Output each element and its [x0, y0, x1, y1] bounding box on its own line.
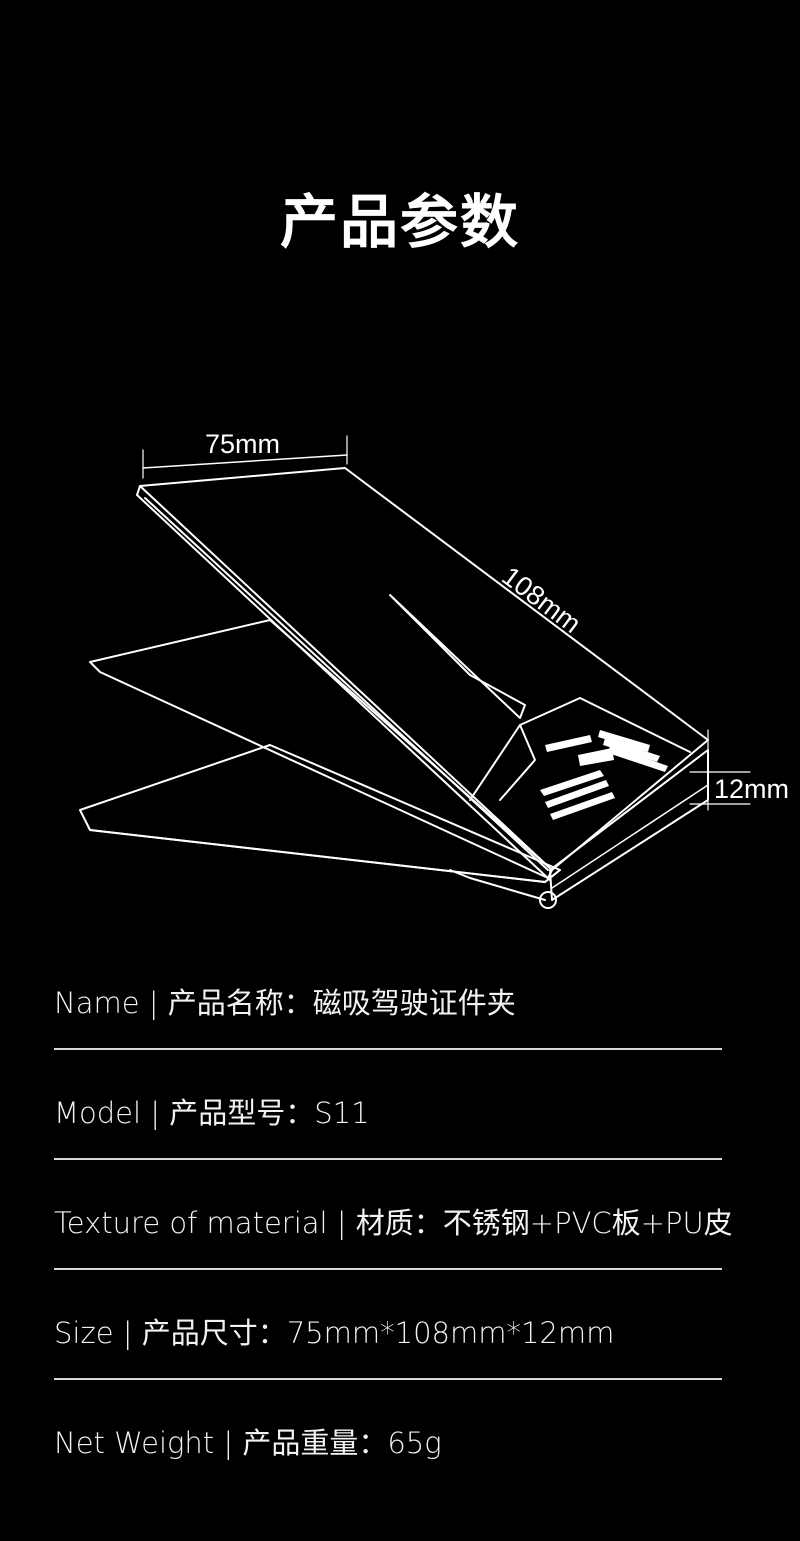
spec-name-text: Name | 产品名称：磁吸驾驶证件夹 — [54, 986, 516, 1020]
spec-material-text: Texture of material | 材质：不锈钢+PVC板+PU皮 — [54, 1206, 733, 1240]
spec-row-weight: Net Weight | 产品重量：65g — [54, 1380, 722, 1490]
length-dimension-label: 108mm — [496, 561, 586, 639]
spec-weight-text: Net Weight | 产品重量：65g — [54, 1426, 442, 1460]
thickness-dimension-label: 12mm — [714, 774, 789, 804]
spec-list: Name | 产品名称：磁吸驾驶证件夹 Model | 产品型号：S11 Tex… — [54, 940, 733, 1490]
product-line-drawing: 75mm 108mm 12mm — [79, 429, 789, 909]
spec-row-name: Name | 产品名称：磁吸驾驶证件夹 — [54, 940, 722, 1050]
spec-size-text: Size | 产品尺寸：75mm*108mm*12mm — [54, 1316, 615, 1350]
product-illustration: 75mm 108mm 12mm — [0, 400, 800, 940]
page-title: 产品参数 — [279, 188, 520, 256]
spec-model-text: Model | 产品型号：S11 — [54, 1096, 370, 1130]
width-dimension-label: 75mm — [205, 429, 280, 459]
spec-row-model: Model | 产品型号：S11 — [54, 1050, 722, 1160]
spec-row-size: Size | 产品尺寸：75mm*108mm*12mm — [54, 1270, 722, 1380]
spec-row-material: Texture of material | 材质：不锈钢+PVC板+PU皮 — [54, 1160, 733, 1270]
